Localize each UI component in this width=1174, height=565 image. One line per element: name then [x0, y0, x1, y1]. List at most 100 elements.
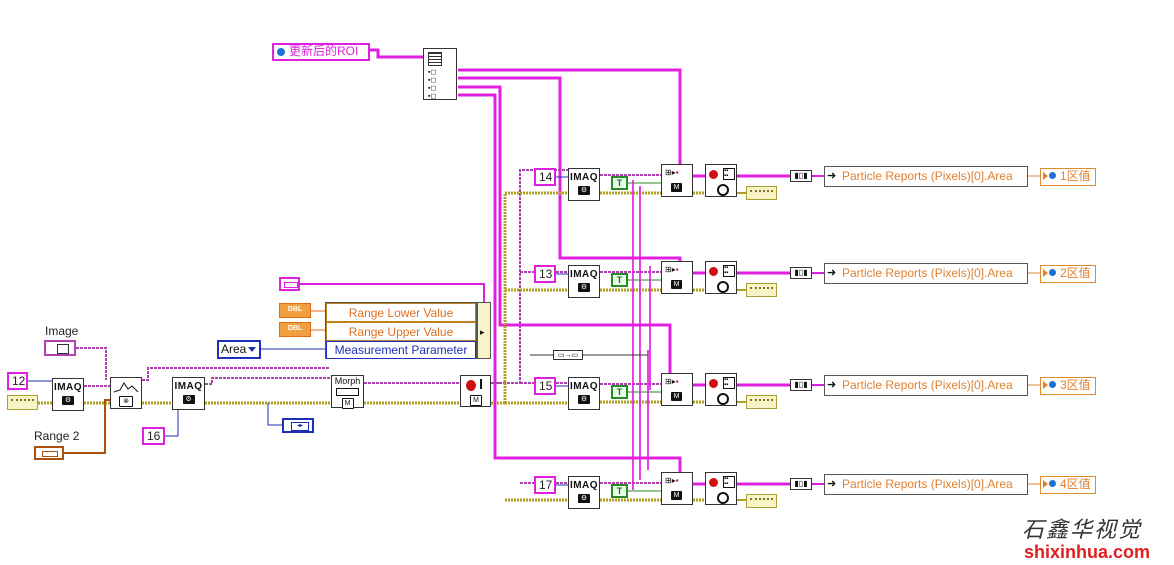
row-output-indicator[interactable]: 3区值	[1040, 377, 1096, 395]
roi-to-mask-icon: ⊞▸▪	[665, 265, 679, 274]
imaq-sub-icon: ⚙	[182, 395, 195, 404]
error-wire-dist	[503, 191, 568, 502]
row-const[interactable]: 14	[534, 168, 556, 186]
row-imaq-node[interactable]: IMAQ ⚙	[568, 265, 600, 298]
imaq-sub-icon: ⚙	[578, 186, 590, 195]
row-output-label: 3区值	[1060, 378, 1091, 392]
wire-range2	[64, 399, 110, 454]
row-roi-mask-node[interactable]: ⊞▸▪ M	[661, 472, 693, 505]
play-icon	[1043, 172, 1048, 180]
row-unbundle-report[interactable]: ➜ Particle Reports (Pixels)[0].Area	[824, 375, 1028, 396]
row-error-out[interactable]	[746, 186, 777, 200]
row-error-out[interactable]	[746, 395, 777, 409]
imaq-sub-icon: ⚙	[578, 494, 590, 503]
row-index-node[interactable]: ▮▯▮	[790, 478, 812, 490]
particle-icon	[709, 379, 718, 388]
image-label: Image	[45, 324, 79, 338]
row-particle-report-node[interactable]: ▪▪▪▪	[705, 373, 737, 406]
row-unbundle-report[interactable]: ➜ Particle Reports (Pixels)[0].Area	[824, 166, 1028, 187]
particle-icon	[709, 170, 718, 179]
row-report-path: Particle Reports (Pixels)[0].Area	[842, 266, 1013, 280]
row-imaq-node[interactable]: IMAQ ⚙	[568, 476, 600, 509]
row-output-indicator[interactable]: 1区值	[1040, 168, 1096, 186]
const-16[interactable]: 16	[142, 427, 165, 445]
range-upper-field[interactable]: Range Upper Value	[326, 322, 476, 341]
threshold-node[interactable]: ⊗	[110, 377, 142, 409]
error-in-control[interactable]	[7, 395, 38, 410]
globe-icon	[1049, 269, 1056, 276]
row-unbundle-report[interactable]: ➜ Particle Reports (Pixels)[0].Area	[824, 474, 1028, 495]
particle-icon	[709, 267, 718, 276]
imaq-node-1[interactable]: IMAQ ⚙	[52, 378, 84, 411]
histogram-icon	[113, 382, 139, 393]
imaq-sub-icon: ⚙	[578, 395, 590, 404]
row-true-constant[interactable]: T	[611, 385, 628, 399]
row-error-out[interactable]	[746, 494, 777, 508]
row-imaq-node[interactable]: IMAQ ⚙	[568, 168, 600, 201]
imaq-sub-icon: ⚙	[578, 283, 590, 292]
wire-roi	[370, 48, 423, 59]
image-control[interactable]	[44, 340, 76, 356]
row-roi-mask-node[interactable]: ⊞▸▪ M	[661, 261, 693, 294]
area-ring-control[interactable]: Area	[217, 340, 261, 359]
play-icon	[1043, 381, 1048, 389]
particle-analysis-node[interactable]: M	[460, 375, 491, 407]
row-error-out[interactable]	[746, 283, 777, 297]
measurement-field[interactable]: Measurement Parameter	[326, 341, 476, 359]
bundle-arrow-icon: ▸	[480, 327, 485, 337]
dbl-lower[interactable]: DBL	[279, 303, 311, 318]
row-roi-mask-node[interactable]: ⊞▸▪ M	[661, 373, 693, 406]
row-output-label: 2区值	[1060, 266, 1091, 280]
probe-icon	[480, 379, 482, 389]
target-icon	[717, 184, 729, 196]
globe-icon	[1049, 172, 1056, 179]
row-index-node[interactable]: ▮▯▮	[790, 170, 812, 182]
globe-icon	[277, 48, 285, 56]
row-const[interactable]: 17	[534, 476, 556, 494]
mask-sub-icon: M	[671, 491, 682, 500]
roi-to-mask-icon: ⊞▸▪	[665, 377, 679, 386]
mask-sub-icon: M	[671, 280, 682, 289]
row-true-constant[interactable]: T	[611, 273, 628, 287]
row-wires	[530, 174, 1040, 502]
row-index-node[interactable]: ▮▯▮	[790, 379, 812, 391]
unbundle-by-name[interactable]: Range Lower Value Range Upper Value Meas…	[325, 302, 477, 359]
range-lower-field[interactable]: Range Lower Value	[326, 303, 476, 322]
row-true-constant[interactable]: T	[611, 176, 628, 190]
row-particle-report-node[interactable]: ▪▪▪▪	[705, 164, 737, 197]
imaq-node-2[interactable]: IMAQ ⚙	[172, 377, 205, 410]
row-index-node[interactable]: ▮▯▮	[790, 267, 812, 279]
row-unbundle-report[interactable]: ➜ Particle Reports (Pixels)[0].Area	[824, 263, 1028, 284]
row-true-constant[interactable]: T	[611, 484, 628, 498]
arrow-right-icon: ➜	[827, 170, 837, 182]
row-output-indicator[interactable]: 2区值	[1040, 265, 1096, 283]
morph-label: Morph	[334, 376, 361, 386]
cluster-constant-mid[interactable]: ▭→▭	[553, 350, 583, 360]
bundle-node[interactable]: ▸	[477, 302, 491, 359]
morph-node[interactable]: Morph M	[331, 375, 364, 409]
row-imaq-node[interactable]: IMAQ ⚙	[568, 377, 600, 410]
wire-roi-row4	[458, 93, 682, 472]
target-icon	[717, 393, 729, 405]
roi-indicator[interactable]: 更新后的ROI	[272, 43, 370, 61]
roi-cluster-constant[interactable]	[279, 277, 300, 291]
area-ring-value: Area	[221, 342, 247, 356]
range2-control[interactable]	[34, 446, 64, 460]
row-output-label: 4区值	[1060, 477, 1091, 491]
particle-sub-icon: M	[470, 395, 482, 406]
row-const[interactable]: 15	[534, 377, 556, 395]
array-icon	[428, 52, 442, 66]
report-grid-icon: ▪▪▪▪	[723, 476, 735, 488]
roi-to-mask-icon: ⊞▸▪	[665, 476, 679, 485]
roi-to-mask-icon: ⊞▸▪	[665, 168, 679, 177]
dbl-upper[interactable]: DBL	[279, 322, 311, 337]
index-array-node[interactable]: ▪◻▪◻▪◻▪◻	[423, 48, 457, 100]
numeric-indicator[interactable]: ◂▸	[282, 418, 314, 433]
row-particle-report-node[interactable]: ▪▪▪▪	[705, 472, 737, 505]
row-output-indicator[interactable]: 4区值	[1040, 476, 1096, 494]
row-roi-mask-node[interactable]: ⊞▸▪ M	[661, 164, 693, 197]
row-const[interactable]: 13	[534, 265, 556, 283]
imaq-label: IMAQ	[569, 172, 599, 183]
row-particle-report-node[interactable]: ▪▪▪▪	[705, 261, 737, 294]
const-12[interactable]: 12	[7, 372, 28, 390]
